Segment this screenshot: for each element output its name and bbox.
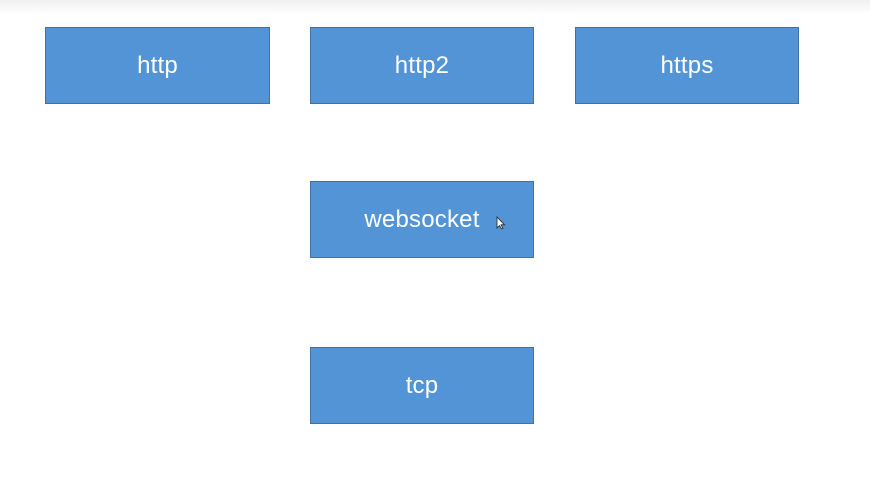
node-http2: http2 — [310, 27, 534, 104]
top-shade — [0, 0, 870, 14]
node-label: http2 — [394, 51, 450, 79]
node-label: http — [137, 51, 178, 79]
node-tcp: tcp — [310, 347, 534, 424]
node-https: https — [575, 27, 799, 104]
node-label: tcp — [405, 371, 439, 399]
mouse-cursor-icon — [496, 216, 506, 230]
node-label: websocket — [364, 205, 480, 233]
node-label: https — [660, 51, 714, 79]
node-http: http — [45, 27, 270, 104]
